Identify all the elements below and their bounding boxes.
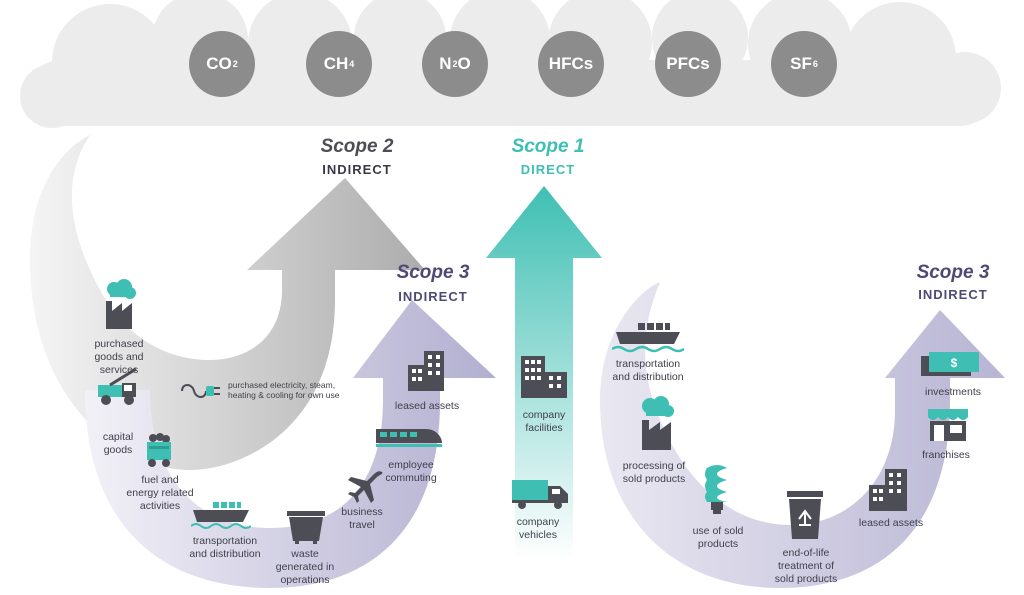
label-company-vehicles: company vehicles [516,516,560,541]
scope1-subtitle: DIRECT [520,162,576,177]
right-factory-icon [642,396,674,450]
label-processing: processing of sold products [622,460,686,485]
truck-icon [512,480,568,509]
label-capital-goods: capital goods [102,431,134,456]
scope3-left-title: Scope 3 [396,262,470,283]
buildings-icon [408,351,444,391]
label-purchased-electricity: purchased electricity, steam, heating & … [228,380,340,400]
company-buildings-icon [521,356,567,398]
label-waste: waste generated in operations [275,548,335,586]
label-use-of-sold: use of sold products [692,525,744,550]
label-end-of-life: end-of-life treatment of sold products [774,547,838,585]
scope2-subtitle: INDIRECT [322,162,392,177]
gas-hfcs: HFCs [538,31,604,97]
tow-truck-icon [98,367,137,405]
money-icon: $ [921,352,979,376]
plug-icon [181,384,220,398]
scope3-left-subtitle: INDIRECT [398,289,468,304]
storefront-icon [928,409,968,441]
lightbulb-icon [705,465,727,514]
label-fuel-energy: fuel and energy related activities [126,474,194,512]
factory-icon [106,279,136,329]
label-investments: investments [924,386,982,398]
recycle-bin-icon [787,491,823,539]
coal-wagon-icon [147,433,171,467]
scope3-right-title: Scope 3 [916,262,990,283]
scope1-title: Scope 1 [511,136,585,157]
right-cargo-ship-icon [612,323,684,353]
label-transport-left: transportation and distribution [189,535,261,560]
scope3-right-arrow [600,282,1005,588]
label-business-travel: business travel [341,506,383,531]
label-company-facilities: company facilities [522,409,566,434]
scope3-left-arrow [85,300,496,588]
scope3-right-subtitle: INDIRECT [918,287,988,302]
label-franchises: franchises [922,449,970,461]
scope2-title: Scope 2 [320,136,394,157]
label-leased-assets-right: leased assets [858,517,924,529]
gas-pfcs: PFCs [655,31,721,97]
airplane-icon [348,471,383,503]
svg-text:$: $ [951,356,958,370]
train-icon [376,429,442,447]
label-leased-assets-left: leased assets [394,400,460,412]
dumpster-icon [287,511,325,544]
cargo-ship-icon [191,502,251,529]
cloud-band [20,0,1001,128]
label-transport-right: transportation and distribution [612,358,684,383]
label-purchased-goods: purchased goods and services [94,338,144,376]
right-buildings-icon [869,469,907,511]
label-employee-commuting: employee commuting [385,459,437,484]
